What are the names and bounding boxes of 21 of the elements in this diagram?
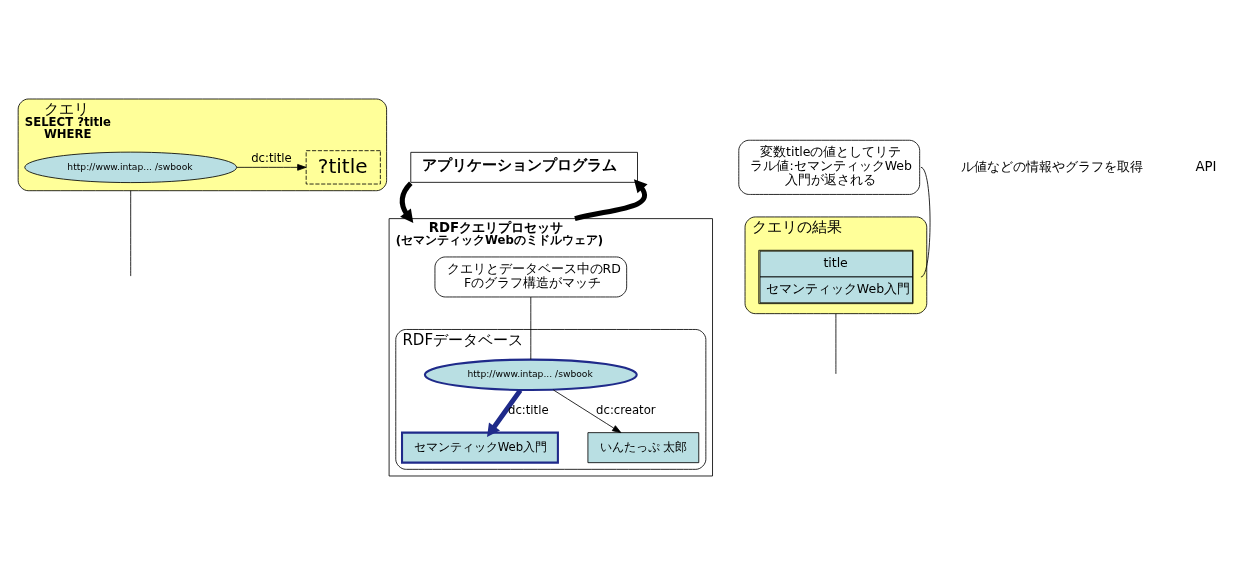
label: ル値などの情報やグラフを取得 <box>960 158 1143 174</box>
node-box: アプリケーションプログラム <box>410 151 638 183</box>
connector <box>530 296 532 360</box>
edge-label: dc:title <box>508 403 549 418</box>
node-ellipse: http://www.intap... /swbook <box>24 151 238 183</box>
arrow <box>487 388 523 437</box>
arrow <box>574 179 648 222</box>
connector <box>130 190 132 277</box>
node-box: セマンティックWeb入門 <box>400 431 559 464</box>
node-box: クエリとデータベース中のRDFのグラフ構造がマッチ <box>434 256 628 298</box>
arrow <box>236 164 307 171</box>
connector <box>835 313 837 375</box>
edge-label: dc:creator <box>596 403 656 418</box>
node-box: ?title <box>305 150 381 185</box>
edge-label: dc:title <box>251 150 292 165</box>
arrow <box>552 389 622 434</box>
node-box: いんたっぷ 太郎 <box>587 432 700 464</box>
connector <box>920 166 931 278</box>
label: API <box>1195 158 1217 174</box>
node-box: 変数titleの値としてリテラル値:セマンティックWeb入門が返される <box>738 139 921 195</box>
node-ellipse: http://www.intap... /swbook <box>423 358 638 392</box>
